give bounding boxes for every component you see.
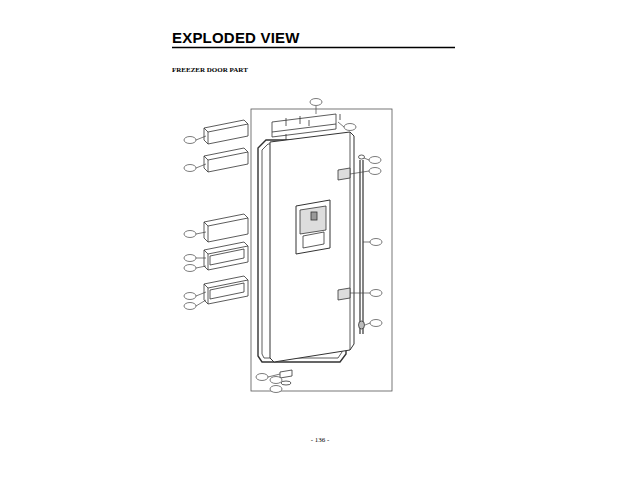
callout-markers (184, 99, 382, 393)
section-heading: FREEZER DOOR PART (172, 66, 248, 74)
page-title: EXPLODED VIEW (172, 29, 300, 46)
freezer-door-drawing (204, 109, 392, 391)
door-bins (204, 120, 248, 304)
page-number: - 136 - (311, 436, 330, 444)
title-rule (172, 47, 455, 49)
